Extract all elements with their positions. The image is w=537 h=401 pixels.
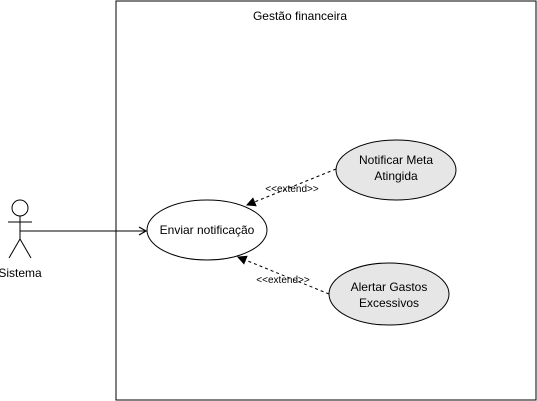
actor-head: [11, 199, 29, 217]
use-case-ellipse: [146, 199, 268, 261]
use-case-label-line1: Notificar Meta: [359, 153, 433, 167]
actor-label: Sistema: [0, 266, 42, 280]
use-case-notificar-meta[interactable]: Notificar Meta Atingida: [335, 139, 457, 201]
use-case-alertar-gastos[interactable]: Alertar Gastos Excessivos: [328, 262, 450, 326]
extend-arrow-top: [247, 168, 337, 205]
system-title: Gestão financeira: [253, 9, 347, 23]
use-case-label: Enviar notificação: [160, 223, 255, 237]
use-case-ellipse: [328, 262, 450, 326]
actor-right-leg: [19, 238, 32, 259]
use-case-label-line1: Alertar Gastos: [351, 280, 428, 294]
use-case-label-line2: Atingida: [374, 169, 418, 183]
actor-left-leg: [8, 238, 21, 259]
extend-label-bottom: <<extend>>: [256, 275, 310, 286]
extend-label-top: <<extend>>: [265, 184, 319, 195]
use-case-enviar-notificacao[interactable]: Enviar notificação: [146, 199, 268, 261]
use-case-ellipse: [335, 139, 457, 201]
extend-arrow-bottom: [238, 257, 330, 295]
actor-sistema[interactable]: Sistema: [0, 199, 42, 280]
use-case-label-line2: Excessivos: [359, 296, 419, 310]
system-boundary: [115, 0, 537, 401]
